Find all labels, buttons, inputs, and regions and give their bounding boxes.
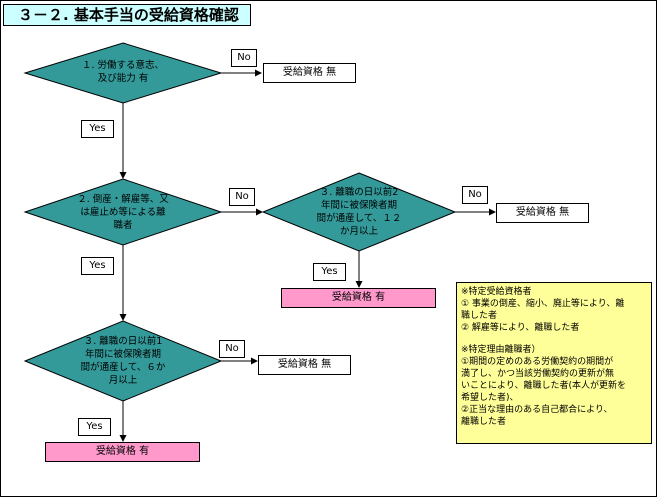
no-label-2: No (229, 188, 255, 206)
note-item-2: ② 解雇等により、離職した者 (461, 323, 580, 333)
no-label-1: No (231, 49, 257, 67)
yes-label-4: Yes (78, 418, 111, 436)
decision-2-text: ２. 倒産・解雇等、又 は雇止め等による離 職者 (77, 194, 169, 231)
result-no-eligibility-1: 受給資格 無 (263, 63, 356, 83)
no-label-4: No (219, 340, 245, 358)
note-item-1: ① 事業の倒産、縮小、廃止等により、離 職した者 (461, 299, 625, 321)
note-heading-specific-reason: ※特定理由離職者） (461, 345, 541, 355)
page-title: ３－２. 基本手当の受給資格確認 (3, 4, 251, 26)
no-label-3: No (462, 186, 488, 204)
note-heading-specific-qualified: ※特定受給資格者 (461, 287, 532, 297)
result-no-eligibility-2: 受給資格 無 (496, 203, 589, 223)
yes-label-2: Yes (81, 257, 114, 275)
decision-4-text: ３. 離職の日以前1 年間に被保険者期 間が通産して、６か 月以上 (80, 336, 166, 386)
result-eligibility-1: 受給資格 有 (281, 288, 436, 308)
yes-label-1: Yes (81, 120, 114, 138)
qualification-note: ※特定受給資格者 ① 事業の倒産、縮小、廃止等により、離 職した者 ② 解雇等に… (456, 282, 652, 444)
decision-1-text: １. 労働する意志、 及び能力 有 (81, 60, 165, 84)
decision-3-text: ３. 離職の日以前2 年間に被保険者期 間が通産して、１２ か月以上 (316, 187, 402, 237)
note-item-4: ②正当な理由のある自己都合により、 離職した者 (461, 405, 613, 427)
yes-label-3: Yes (313, 263, 346, 281)
result-no-eligibility-3: 受給資格 無 (258, 355, 351, 375)
result-eligibility-2: 受給資格 有 (45, 442, 200, 462)
note-item-3: ①期間の定めのある労働契約の期間が 満了し、かつ当該労働契約の更新が無 いことに… (461, 357, 626, 403)
